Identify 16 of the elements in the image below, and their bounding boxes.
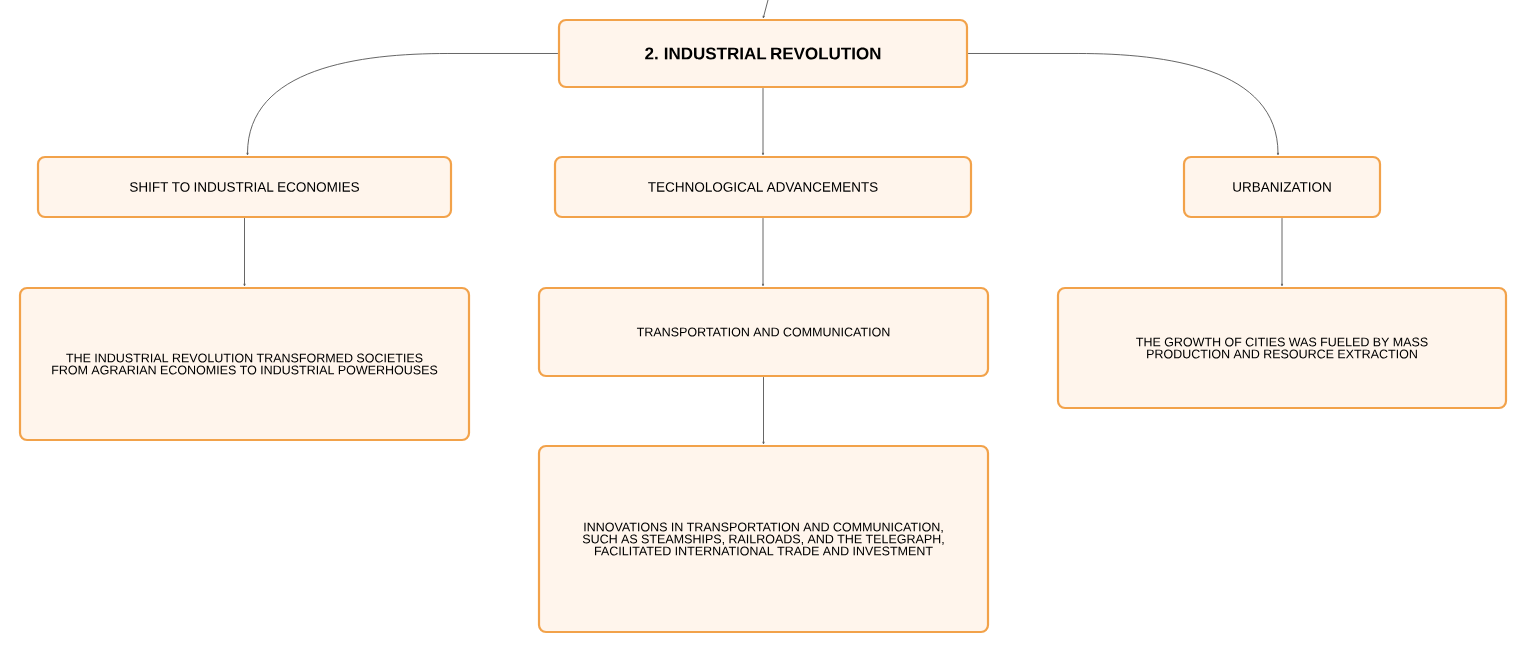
text-box: THE INDUSTRIAL REVOLUTION TRANSFORMED SOCIETIES FROM AGRARIAN ECONOMIES TO INDUSTRIAL POWERHOUSES bbox=[18, 286, 471, 442]
arrow bbox=[762, 376, 765, 445]
text-box: TRANSPORTATION AND COMMUNICATION bbox=[537, 286, 990, 378]
arrow bbox=[761, 87, 765, 156]
text-box: INNOVATIONS IN TRANSPORTATION AND COMMUNICATION, SUCH AS STEAMSHIPS, RAILROADS, AND THE TELEGRAPH, FACILITATED INTERNATIONAL TRADE AND INVESTMENT bbox=[537, 444, 990, 634]
topic-box: SHIFT TO INDUSTRIAL ECONOMIES bbox=[36, 155, 453, 219]
text-box: THE GROWTH OF CITIES WAS FUELED BY MASS PRODUCTION AND RESOURCE EXTRACTION bbox=[1056, 286, 1508, 410]
title-box: 2. INDUSTRIAL REVOLUTION bbox=[557, 18, 969, 89]
topic-box: TECHNOLOGICAL ADVANCEMENTS bbox=[553, 155, 973, 219]
arrow bbox=[1280, 217, 1284, 287]
topic-box: URBANIZATION bbox=[1182, 155, 1382, 219]
arrow bbox=[762, 0, 769, 19]
arrow bbox=[761, 217, 765, 287]
arrow bbox=[246, 53, 559, 156]
arrow bbox=[967, 53, 1280, 156]
arrow bbox=[243, 217, 246, 287]
